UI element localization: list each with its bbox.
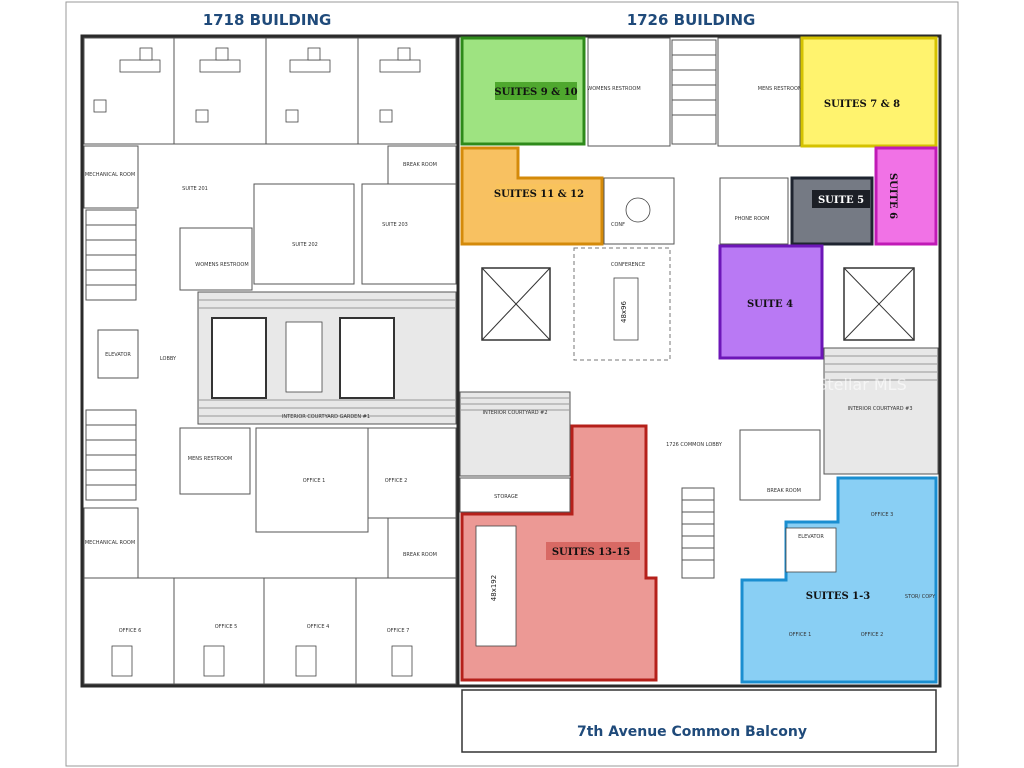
storage-room-label: STORAGE <box>494 494 518 500</box>
building-outline <box>80 34 942 688</box>
conference-room <box>573 247 671 361</box>
left-top-suites <box>83 37 457 145</box>
break-room-top <box>387 145 457 185</box>
suite-5-tag <box>812 190 870 208</box>
mechanical-room-top-label: MECHANICAL ROOM <box>85 172 135 178</box>
courtyard-2 <box>459 391 571 477</box>
courtyard-garden-1-label: INTERIOR COURTYARD GARDEN #1 <box>282 414 370 420</box>
suite-5-area[interactable] <box>790 176 874 246</box>
suite-6-label: SUITE 6 <box>887 173 898 219</box>
office-right-3-label: OFFICE 3 <box>871 512 894 518</box>
suites-9-10-tag <box>495 82 577 100</box>
building-1726-title: 1726 BUILDING <box>627 11 756 29</box>
womens-restroom-left <box>179 227 253 291</box>
storage-room <box>459 477 571 513</box>
light-well-left <box>481 267 551 341</box>
suite-203-label: SUITE 203 <box>382 222 408 228</box>
table-48x96-label: 48x96 <box>620 300 628 323</box>
suites-11-12-tag <box>496 184 582 202</box>
suite-4-label: SUITE 4 <box>747 299 793 310</box>
mechanical-room-top <box>83 145 139 209</box>
courtyard-2-label: INTERIOR COURTYARD #2 <box>483 410 548 416</box>
watermark: Stellar MLS <box>817 375 907 394</box>
elevator-left-label: ELEVATOR <box>105 352 131 358</box>
conference-table <box>613 277 639 341</box>
womens-restroom-left-label: WOMENS RESTROOM <box>195 262 248 268</box>
office-2-label: OFFICE 2 <box>385 478 408 484</box>
suites-1-3-label: SUITES 1-3 <box>806 591 870 602</box>
suite-5-label: SUITE 5 <box>818 195 864 206</box>
phone-room <box>719 177 789 245</box>
break-room-right-label: BREAK ROOM <box>767 488 801 494</box>
suite-201-label: SUITE 201 <box>182 186 208 192</box>
conf-room-small <box>603 177 675 245</box>
suite-4-area[interactable] <box>718 244 824 360</box>
courtyard-3 <box>823 347 939 475</box>
suites-13-15-label: SUITES 13-15 <box>552 547 630 558</box>
elevator-right <box>785 527 837 573</box>
balcony-label: 7th Avenue Common Balcony <box>577 724 807 740</box>
suite-6-area[interactable] <box>874 146 938 246</box>
left-bottom-offices <box>83 577 457 685</box>
office-4-label: OFFICE 4 <box>307 624 330 630</box>
office-1-label: OFFICE 1 <box>303 478 326 484</box>
suites-13-15-tag <box>546 542 640 560</box>
suite-202-label: SUITE 202 <box>292 242 318 248</box>
suite-202-room <box>253 183 355 285</box>
office-5-label: OFFICE 5 <box>215 624 238 630</box>
building-1718-title: 1718 BUILDING <box>203 11 332 29</box>
conference-room-label: CONFERENCE <box>611 262 645 268</box>
break-room-top-label: BREAK ROOM <box>403 162 437 168</box>
balcony <box>461 689 937 753</box>
womens-restroom-right <box>587 37 671 147</box>
office-right-1-label: OFFICE 1 <box>789 632 812 638</box>
mens-restroom-left-label: MENS RESTROOM <box>188 456 233 462</box>
elevator-left <box>97 329 139 379</box>
mechanical-room-bottom-label: MECHANICAL ROOM <box>85 540 135 546</box>
table-48x192-label: 48x192 <box>490 575 498 601</box>
stairs-left-bottom <box>85 409 137 501</box>
suites-7-8-area[interactable] <box>800 36 938 148</box>
office-7-label: OFFICE 7 <box>387 628 410 634</box>
womens-restroom-right-label: WOMENS RESTROOM <box>587 86 640 92</box>
conf-room-small-label: CONF <box>611 222 625 228</box>
suites-9-10-label: SUITES 9 & 10 <box>494 87 577 98</box>
suites-7-8-label: SUITES 7 & 8 <box>824 99 900 110</box>
stairs-right-top <box>671 39 717 145</box>
stairs-left-top <box>85 209 137 301</box>
office-right-2-label: OFFICE 2 <box>861 632 884 638</box>
break-room-right <box>739 429 821 501</box>
mens-restroom-left <box>179 427 251 495</box>
suites-11-12-label: SUITES 11 & 12 <box>494 189 584 200</box>
big-conference-table <box>475 525 517 647</box>
common-lobby-label: 1726 COMMON LOBBY <box>666 442 723 448</box>
stairs-right-lobby <box>681 487 715 579</box>
mens-restroom-right-label: MENS RESTROOM <box>758 86 803 92</box>
courtyard-garden-1 <box>197 291 457 425</box>
courtyard-3-label: INTERIOR COURTYARD #3 <box>848 406 913 412</box>
light-well-right <box>843 267 915 341</box>
lobby-label: LOBBY <box>160 356 177 362</box>
break-room-bottom-label: BREAK ROOM <box>403 552 437 558</box>
storage-copy-label: STOR/ COPY <box>905 594 936 600</box>
mens-restroom-right <box>717 37 801 147</box>
office-6-label: OFFICE 6 <box>119 628 142 634</box>
elevator-right-label: ELEVATOR <box>798 534 824 540</box>
phone-room-label: PHONE ROOM <box>735 216 770 222</box>
